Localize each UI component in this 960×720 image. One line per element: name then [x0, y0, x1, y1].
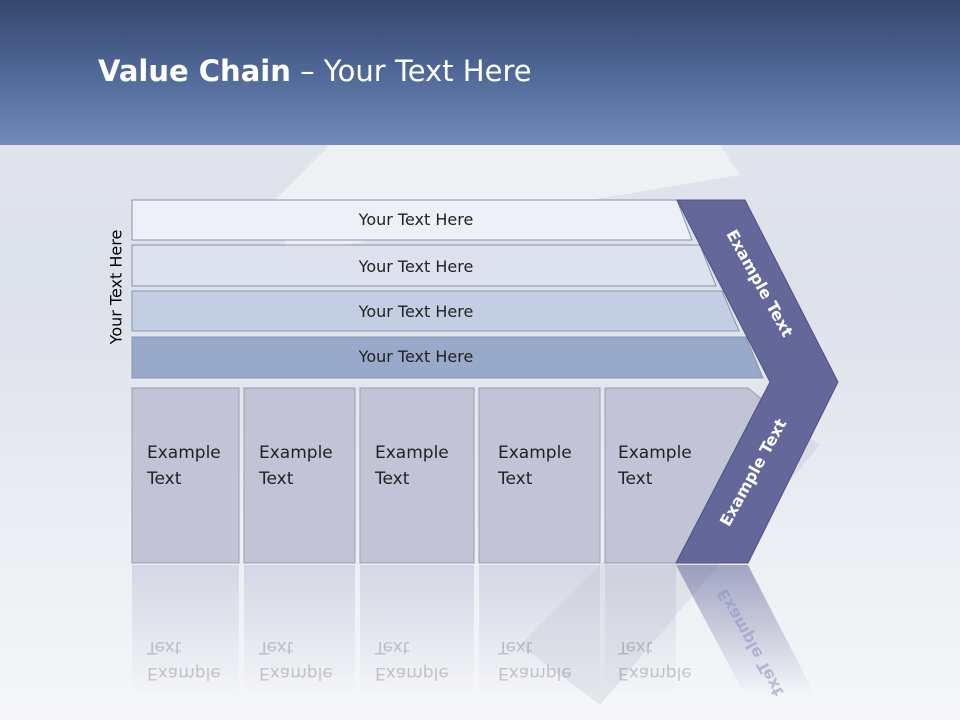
row-label-3: Your Text Here	[358, 302, 474, 321]
header-banner	[0, 0, 960, 145]
row-bar-4	[131, 336, 764, 379]
column-box-3	[359, 387, 475, 564]
row-bar-1	[131, 199, 693, 241]
column-box-2	[243, 387, 356, 564]
row-label-2: Your Text Here	[358, 257, 474, 276]
slide-title: Value Chain – Your Text Here	[98, 54, 532, 88]
margin-chevron	[675, 199, 839, 564]
column-box-4	[478, 387, 601, 564]
row-bar-3	[131, 290, 740, 332]
row-label-4: Your Text Here	[358, 347, 474, 366]
row-bar-2	[131, 244, 717, 287]
row-label-1: Your Text Here	[358, 210, 474, 229]
column-box-1	[131, 387, 240, 564]
